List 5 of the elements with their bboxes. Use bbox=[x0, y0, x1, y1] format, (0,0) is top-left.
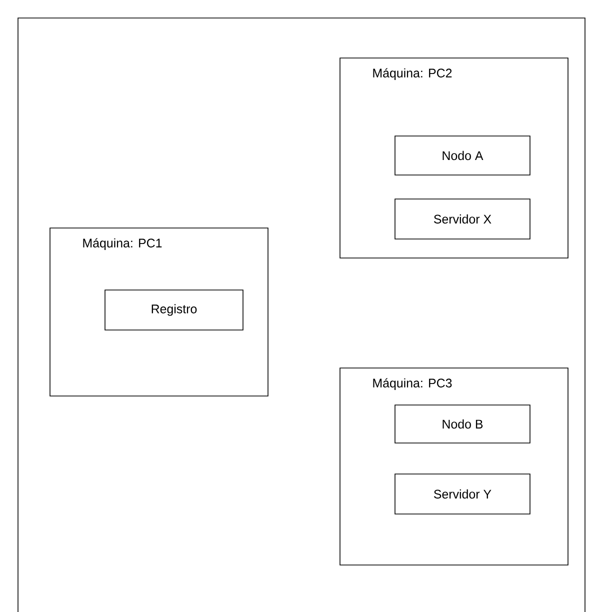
process-box: Servidor X bbox=[394, 198, 530, 240]
process-box: Registro bbox=[104, 290, 244, 330]
process-box: Nodo B bbox=[394, 404, 530, 444]
process-box: Nodo A bbox=[394, 136, 530, 176]
process-box: Servidor Y bbox=[394, 474, 530, 514]
